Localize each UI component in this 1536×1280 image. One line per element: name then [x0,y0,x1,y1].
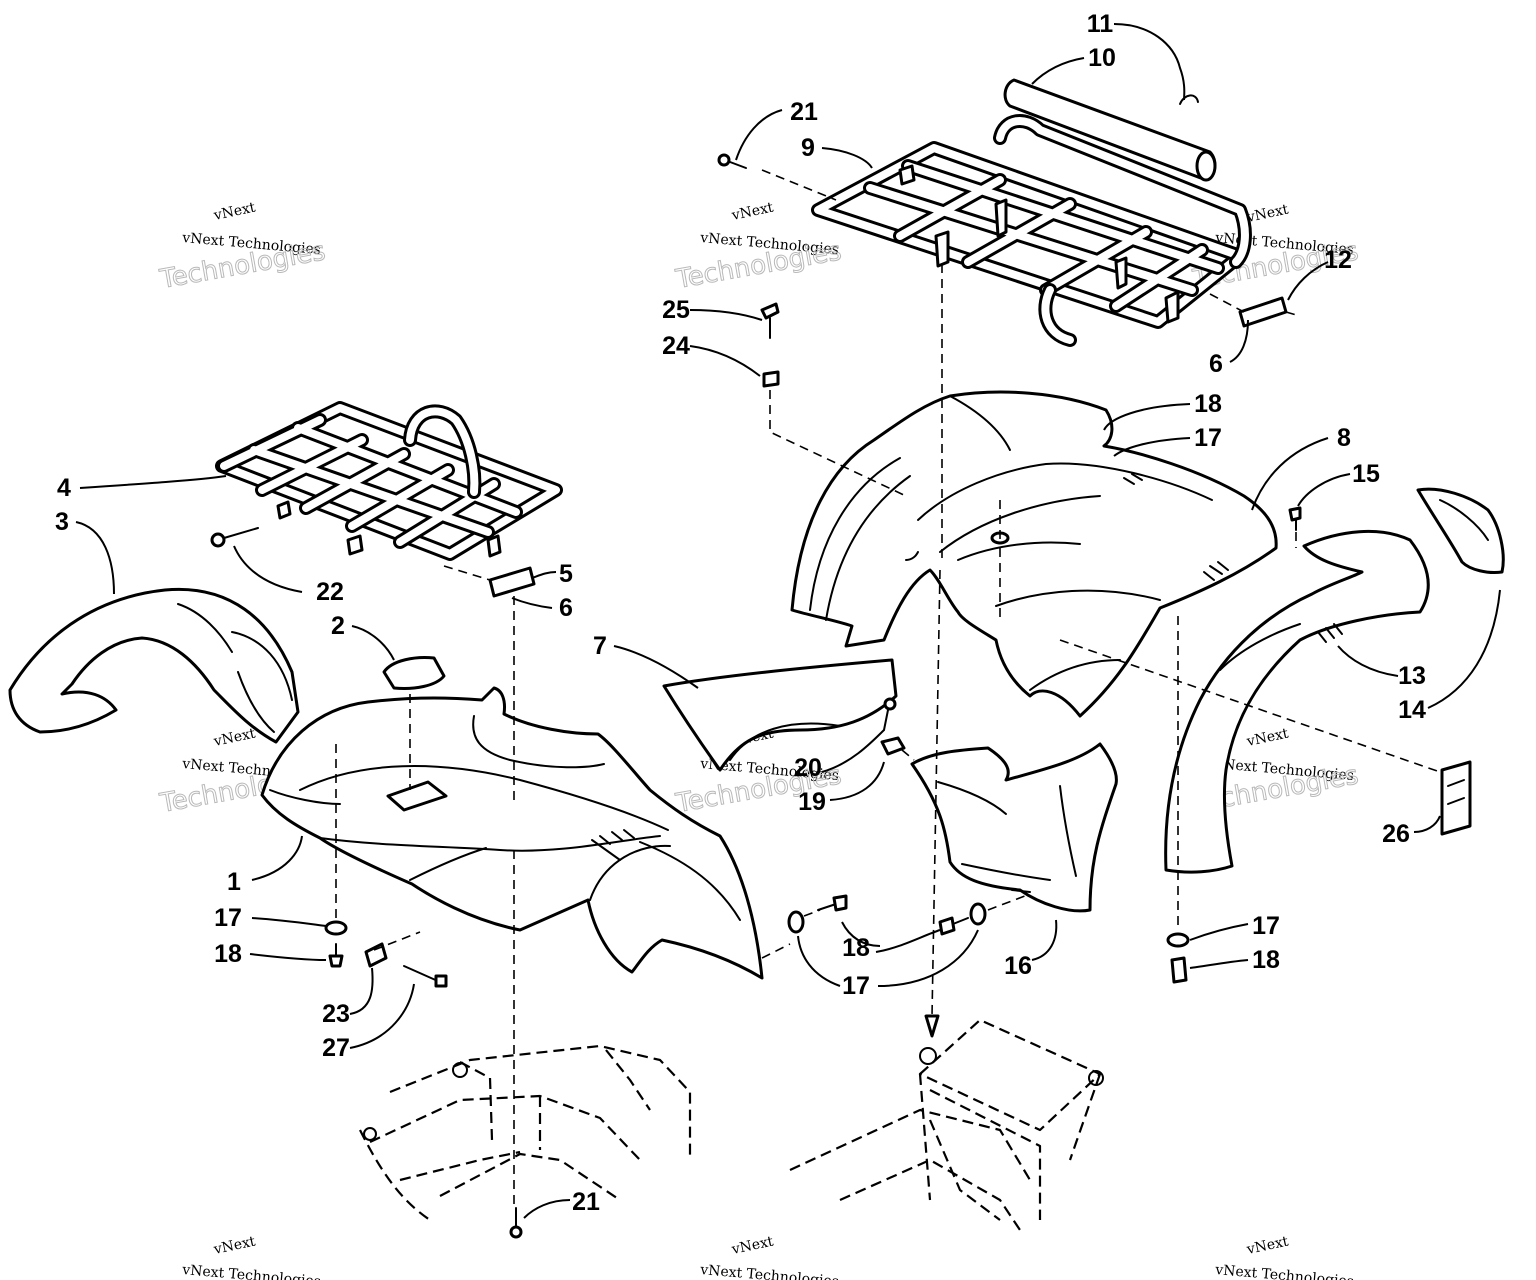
part-washer-17-mid [787,910,805,934]
part-decal-pad [382,656,446,690]
watermark-brand: vNext [730,199,776,224]
callout-11: 11 [1087,10,1114,38]
callout-6-left: 6 [559,594,573,622]
callout-21-top: 21 [790,98,818,126]
part-roll-cushion [1003,78,1217,182]
callout-19: 19 [798,788,826,816]
part-screw-15 [1288,506,1302,531]
callout-2: 2 [331,612,345,640]
watermark-bottom-left: vNext vNext Technologies [181,1233,322,1280]
callout-22: 22 [316,578,344,606]
part-bracket-12 [1238,296,1288,328]
callout-15: 15 [1352,460,1380,488]
part-clip-23 [364,942,388,968]
callout-23: 23 [322,1000,350,1028]
leader-lines [75,23,1501,1219]
part-mud-flap [910,742,1118,913]
callout-labels: 11 10 21 9 12 6 25 24 18 17 8 15 13 14 2… [55,10,1426,1216]
watermark-brand: vNext [1245,1233,1291,1258]
callout-4: 4 [57,474,71,502]
watermark-brand: vNext [212,1233,258,1258]
assembly-lines-right [761,169,1441,1038]
watermark-brand: vNext [212,725,258,750]
watermark-bottom-right: vNext vNext Technologies [1214,1233,1355,1280]
part-bolt-27 [403,965,448,988]
part-bolt-18-mid [817,894,848,912]
callout-18-a: 18 [1194,390,1222,418]
part-bolt-21-bottom [509,1207,523,1239]
callout-25: 25 [662,296,690,324]
callout-6-right: 6 [1209,350,1223,378]
part-screw-20 [883,697,897,731]
callout-10: 10 [1088,44,1116,72]
callout-12: 12 [1324,246,1352,274]
part-reflector-bracket [1416,487,1505,574]
watermark-brand: vNext [212,199,258,224]
part-front-fender [260,686,764,980]
part-frame-front [359,1044,692,1221]
callout-24: 24 [662,332,690,360]
callout-5: 5 [559,560,573,588]
part-rear-rack [811,114,1252,347]
part-bolt-21-top [717,153,747,169]
watermark-top-left: vNext vNext Technologies Technologies [157,199,329,295]
part-nut-24 [762,370,780,388]
callout-18-b: 18 [1252,946,1280,974]
part-bolt-22 [210,527,259,548]
callout-17-c: 17 [842,972,870,1000]
callout-3: 3 [55,508,69,536]
callout-17-d: 17 [214,904,242,932]
callout-20: 20 [794,754,822,782]
callout-9: 9 [801,134,815,162]
part-washer-17-right [1166,932,1190,948]
part-clip-19 [880,736,906,756]
watermark-bottom-center: vNext vNext Technologies [699,1233,840,1280]
callout-17-a: 17 [1194,424,1222,452]
watermark-brand: vNext [730,1233,776,1258]
callout-8: 8 [1337,424,1351,452]
callout-17-b: 17 [1252,912,1280,940]
part-bracket-5 [488,566,536,598]
callout-1: 1 [227,868,241,896]
watermark-text: vNext Technologies [1214,1262,1355,1280]
part-frame-rear [789,1018,1104,1231]
part-rear-fender [790,390,1278,718]
callout-13: 13 [1398,662,1426,690]
part-bolt-17-18-cluster [938,902,987,936]
part-fender-flare-left [8,587,300,744]
watermark-brand: vNext [1245,725,1291,750]
part-hook-11 [1179,94,1199,105]
callout-21-bottom: 21 [572,1188,600,1216]
part-reflector-26 [1440,760,1472,836]
watermark-text: vNext Technologies [181,1262,322,1280]
callout-7: 7 [593,632,607,660]
part-bolt-25 [760,302,780,339]
assembly-lines-left [335,565,791,1205]
part-front-rack [215,401,563,561]
callout-16: 16 [1004,952,1032,980]
callout-18-d: 18 [214,940,242,968]
callout-27: 27 [322,1034,350,1062]
part-bolt-18-left [328,943,344,968]
part-rear-flare [1164,530,1430,874]
watermark-text: vNext Technologies [699,1262,840,1280]
callout-26: 26 [1382,820,1410,848]
part-bolt-18-right [1170,956,1188,984]
part-washer-17-left [324,920,348,936]
callout-18-c: 18 [842,934,870,962]
watermark-brand: vNext [1245,201,1291,226]
part-side-panel [662,658,898,772]
callout-14: 14 [1398,696,1426,724]
